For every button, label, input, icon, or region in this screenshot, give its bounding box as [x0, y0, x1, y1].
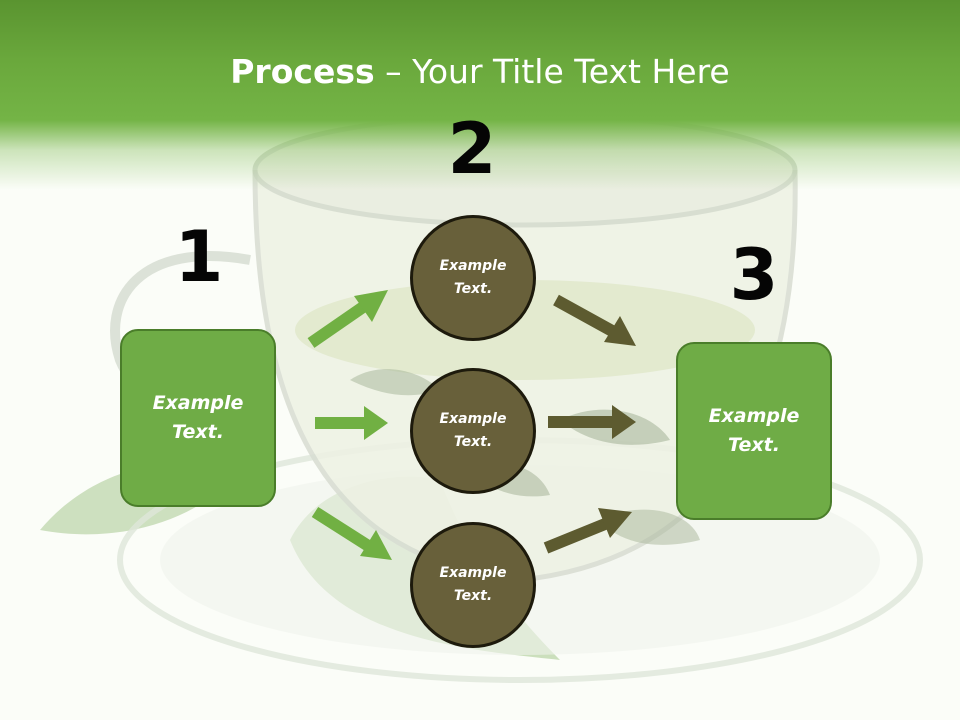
step-1-box: Example Text. — [120, 329, 276, 507]
header-band — [0, 0, 960, 190]
step-2-circle-middle: Example Text. — [410, 368, 536, 494]
step-3-box: Example Text. — [676, 342, 832, 520]
step-1-text: Example Text. — [152, 392, 244, 443]
slide-title: Process – Your Title Text Here — [0, 52, 960, 91]
step-2-circle-top: Example Text. — [410, 215, 536, 341]
step-2-circle-top-text: Example Text. — [439, 258, 507, 297]
step-2-circle-bottom: Example Text. — [410, 522, 536, 648]
step-3-text: Example Text. — [708, 405, 800, 456]
step-2-circle-bottom-text: Example Text. — [439, 565, 507, 604]
step-number-1: 1 — [174, 216, 224, 298]
arrow-middle-circle-to-3 — [548, 405, 636, 439]
step-number-3: 3 — [729, 234, 779, 316]
step-number-2: 2 — [447, 108, 497, 190]
step-2-circle-middle-text: Example Text. — [439, 411, 507, 450]
slide-title-bold: Process — [230, 52, 375, 91]
arrow-1-to-bottom-circle — [311, 506, 392, 560]
arrow-bottom-circle-to-3 — [543, 508, 632, 554]
slide-title-rest: – Your Title Text Here — [374, 52, 730, 91]
arrow-1-to-top-circle — [307, 290, 388, 348]
arrow-1-to-middle-circle — [315, 406, 388, 440]
arrow-top-circle-to-3 — [553, 294, 636, 346]
